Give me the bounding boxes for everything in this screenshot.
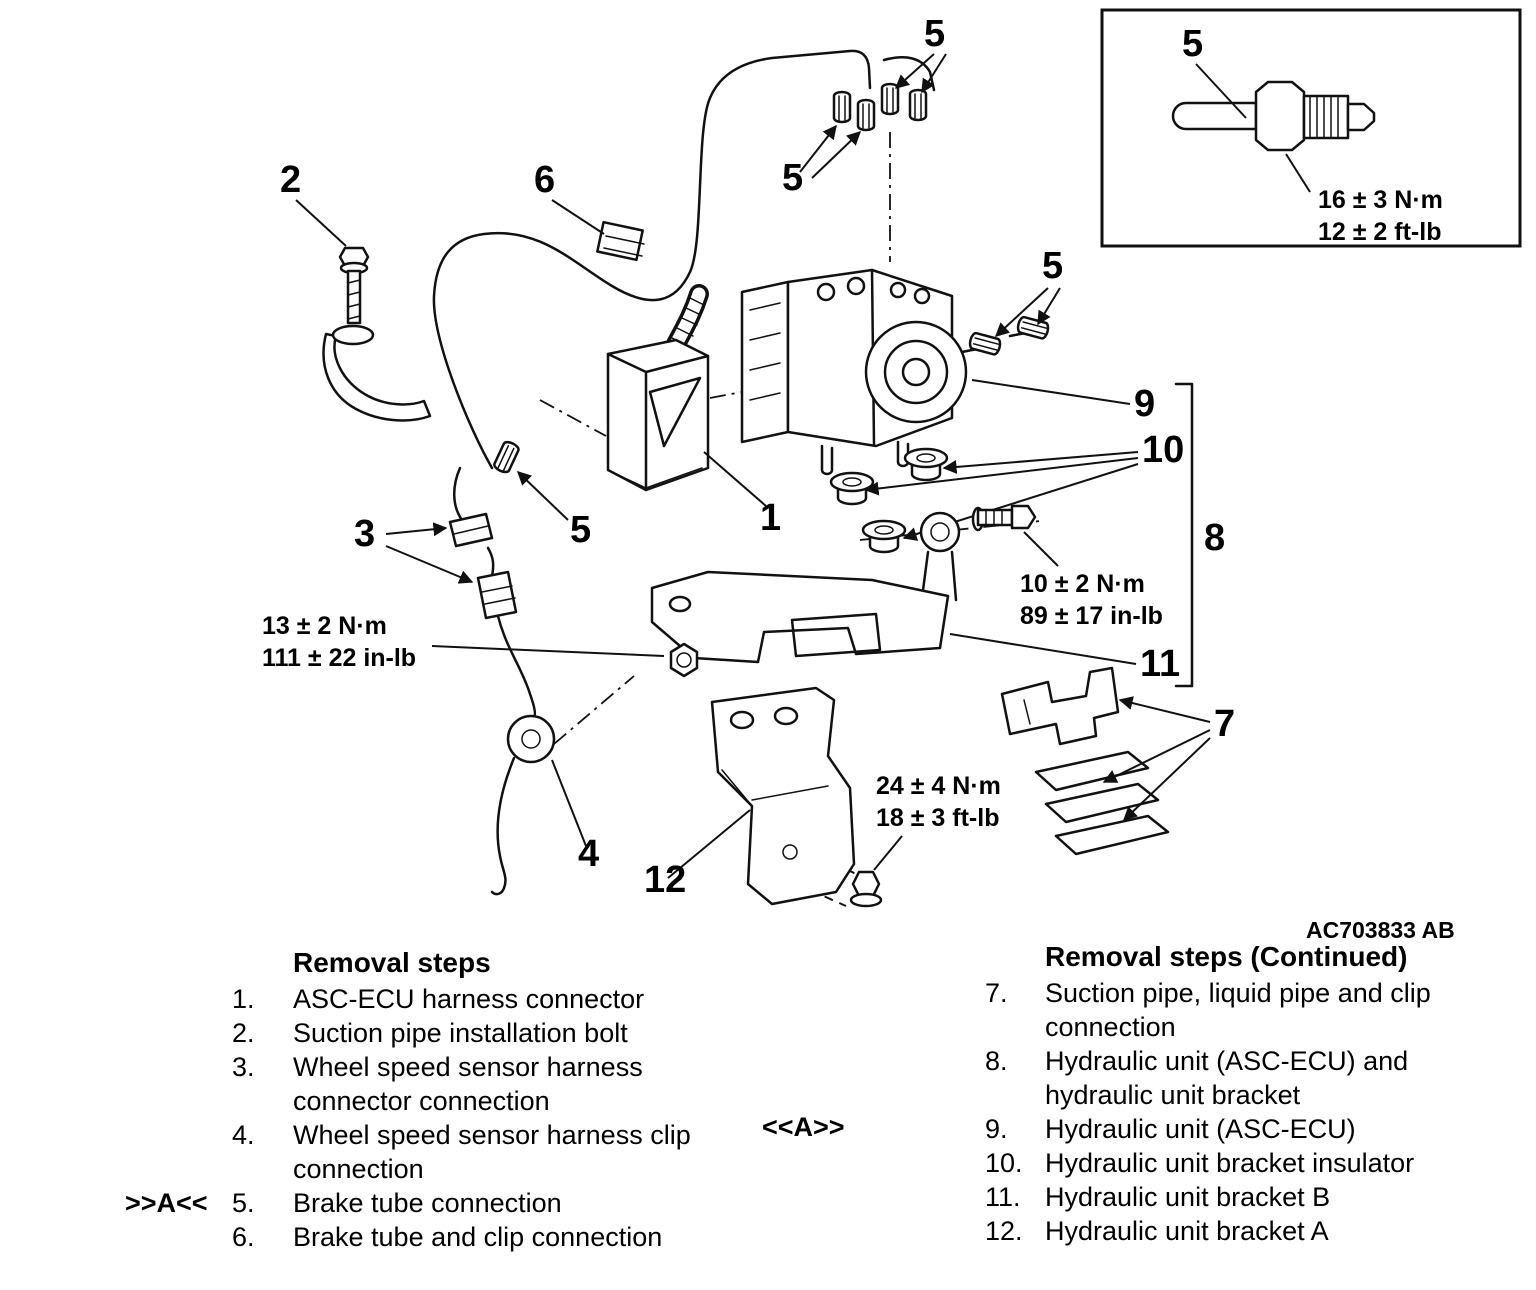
callout-5-right: 5 (1042, 245, 1063, 287)
callout-2: 2 (280, 159, 301, 201)
step-number: 7. (985, 978, 1008, 1008)
figure-ref-code: AC703833 AB (1306, 917, 1455, 943)
removal-steps-continued-heading: Removal steps (Continued) (1045, 941, 1408, 972)
torque-sensor-nut-line2: 111 ± 22 in-lb (262, 644, 416, 672)
callout-6: 6 (534, 159, 555, 201)
bracket-b: 13 ± 2 N·m 111 ± 22 in-lb 11 (262, 511, 1180, 685)
step-number: 4. (232, 1120, 255, 1150)
step-row-1: 1. ASC-ECU harness connector (125, 982, 785, 1016)
removal-steps-heading: Removal steps (293, 947, 491, 978)
step-number: 6. (232, 1222, 255, 1252)
callout-8: 8 (1204, 517, 1225, 559)
callout-11: 11 (1140, 643, 1180, 685)
step-row-5: >>A<< 5. Brake tube connection (125, 1186, 785, 1220)
step-text: Suction pipe installation bolt (293, 1018, 628, 1048)
step-text: Hydraulic unit bracket A (1045, 1216, 1329, 1246)
asc-ecu: 1 (606, 284, 781, 539)
step-row-4: 4. Wheel speed sensor harness clip conne… (125, 1118, 785, 1186)
callout-5-top: 5 (924, 13, 945, 55)
step-row-10: 10. Hydraulic unit bracket insulator (985, 1146, 1515, 1180)
torque-bracket-bolt-line1: 10 ± 2 N·m (1020, 570, 1145, 598)
callout-9: 9 (1134, 383, 1155, 425)
inset-sensor-detail: 5 16 ± 3 N·m 12 ± 2 ft-lb (1100, 8, 1522, 248)
bracket-insulators: 10 10 ± 2 N·m 89 ± 17 in-lb (829, 429, 1184, 630)
step-text: Wheel speed sensor harness clip connecti… (293, 1120, 691, 1184)
step-row-2: 2. Suction pipe installation bolt (125, 1016, 785, 1050)
wheel-speed-sensor-harness: 3 4 (354, 466, 599, 896)
torque-sensor-line2: 12 ± 2 ft-lb (1318, 218, 1441, 246)
step-text: Brake tube and clip connection (293, 1222, 663, 1252)
step-text: Suction pipe, liquid pipe and clip conne… (1045, 978, 1431, 1042)
step-text: Hydraulic unit bracket insulator (1045, 1148, 1415, 1178)
group-bracket-8: 8 (1174, 382, 1225, 688)
torque-bracket-a-bolt-line2: 18 ± 3 ft-lb (876, 804, 999, 832)
step-row-7: 7. Suction pipe, liquid pipe and clip co… (985, 976, 1515, 1044)
callout-3: 3 (354, 513, 375, 555)
callout-5-upper: 5 (782, 157, 803, 199)
step-row-9: 9. Hydraulic unit (ASC-ECU) (985, 1112, 1515, 1146)
bracket-a: 12 24 ± 4 N·m 18 ± 3 ft-lb (644, 686, 1001, 908)
step-text: Hydraulic unit bracket B (1045, 1182, 1331, 1212)
step-number: 1. (232, 984, 255, 1014)
step-text: Hydraulic unit (ASC-ECU) and hydraulic u… (1045, 1046, 1409, 1110)
step-row-3: 3. Wheel speed sensor harness connector … (125, 1050, 785, 1118)
pipe-clips: 7 (1000, 666, 1235, 856)
step-marker (125, 982, 232, 1016)
removal-steps-list-continued: Removal steps (Continued) 7. Suction pip… (985, 940, 1515, 1248)
step-text: Wheel speed sensor harness connector con… (293, 1052, 643, 1116)
step-marker (125, 1050, 232, 1118)
step-row-12: 12. Hydraulic unit bracket A (985, 1214, 1515, 1248)
callout-12: 12 (644, 859, 686, 901)
callout-10: 10 (1142, 429, 1184, 471)
step-number: 11. (985, 1182, 1021, 1212)
marker-a-mid: <<A>> (762, 1112, 845, 1142)
torque-bracket-a-bolt-line1: 24 ± 4 N·m (876, 772, 1001, 800)
callout-7: 7 (1214, 703, 1235, 745)
step-number: 10. (985, 1148, 1023, 1178)
step-row-8: 8. Hydraulic unit (ASC-ECU) and hydrauli… (985, 1044, 1515, 1112)
brake-tube-flare-nuts: 5 5 (782, 13, 947, 199)
exploded-diagram: 5 16 ± 3 N·m 12 ± 2 ft-lb 2 6 5 (262, 8, 1522, 943)
step-text: Brake tube connection (293, 1188, 562, 1218)
step-row-6: 6. Brake tube and clip connection (125, 1220, 785, 1254)
torque-bracket-bolt-line2: 89 ± 17 in-lb (1020, 602, 1163, 630)
step-number: 9. (985, 1114, 1008, 1144)
callout-4: 4 (578, 833, 599, 875)
step-number: 8. (985, 1046, 1008, 1076)
callout-5-tube: 5 (570, 509, 591, 551)
step-number: 2. (232, 1018, 255, 1048)
suction-pipe-bolt: 2 (280, 159, 432, 422)
step-number: 3. (232, 1052, 255, 1082)
step-marker (125, 1118, 232, 1186)
side-flare-nuts: 5 (960, 245, 1063, 357)
removal-steps-list: Removal steps 1. ASC-ECU harness connect… (125, 946, 785, 1254)
brake-tube: 6 5 (432, 49, 936, 551)
torque-sensor-nut-line1: 13 ± 2 N·m (262, 612, 387, 640)
step-number: 12. (985, 1216, 1023, 1246)
step-text: Hydraulic unit (ASC-ECU) (1045, 1114, 1356, 1144)
step-row-11: 11. Hydraulic unit bracket B (985, 1180, 1515, 1214)
step-marker (125, 1220, 232, 1254)
step-text: ASC-ECU harness connector (293, 984, 645, 1014)
step-marker-a: >>A<< (125, 1188, 208, 1218)
hydraulic-unit: 9 (740, 268, 1155, 476)
torque-sensor-line1: 16 ± 3 N·m (1318, 186, 1443, 214)
callout-1: 1 (760, 497, 781, 539)
callout-5-inset: 5 (1182, 23, 1203, 65)
step-marker (125, 1016, 232, 1050)
step-number: 5. (232, 1188, 255, 1218)
